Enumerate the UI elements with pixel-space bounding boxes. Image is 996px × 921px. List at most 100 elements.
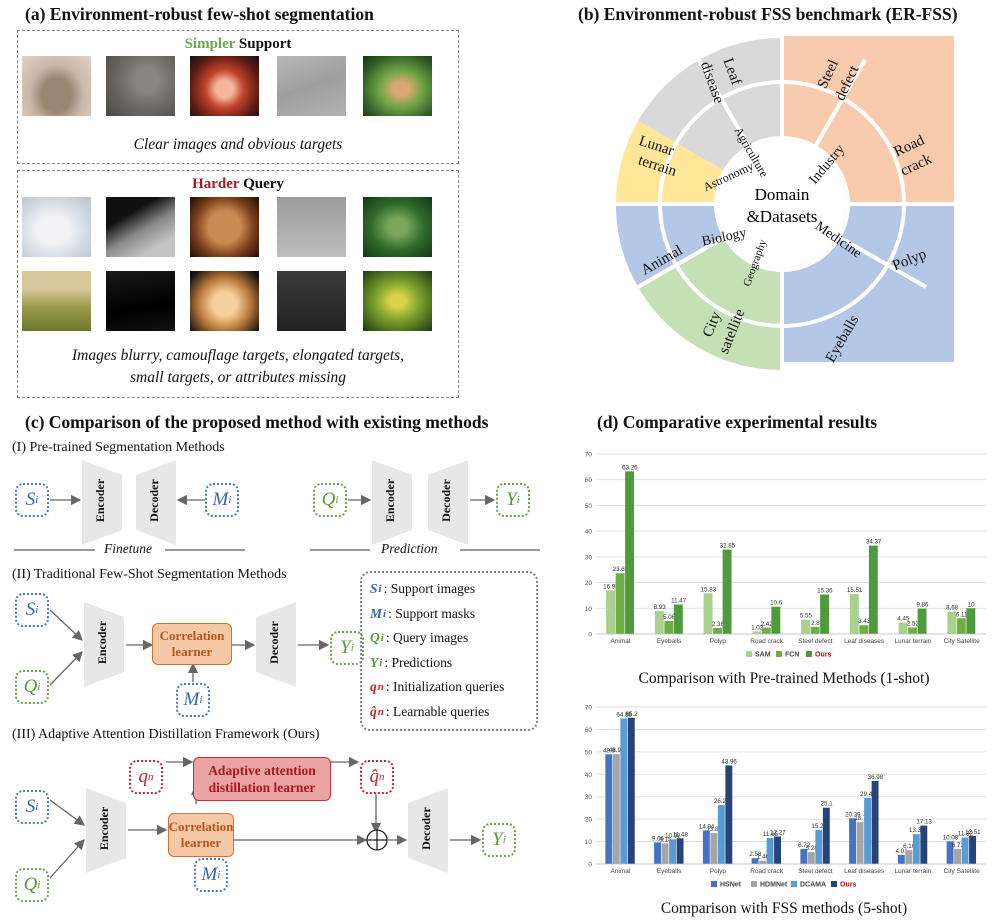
bar <box>947 611 957 634</box>
support-box: Simpler Support Clear images and obvious… <box>17 30 459 164</box>
legend-swatch <box>711 881 717 887</box>
data-label: 26.28 <box>714 798 730 805</box>
data-label: 6.72 <box>798 842 811 849</box>
y-tick-label: 60 <box>585 477 593 484</box>
chart-caption-1: Comparison with Pre-trained Methods (1-s… <box>638 670 930 687</box>
bar <box>751 858 759 864</box>
x-tick-label: Road crack <box>750 638 784 645</box>
decoder-label-3: Decoder <box>266 621 281 664</box>
data-label: 1.02 <box>751 624 764 631</box>
y-tick-label: 20 <box>585 817 593 824</box>
decoder-label-1: Decoder <box>146 479 161 522</box>
decoder-trap-finetune <box>136 460 176 545</box>
x-tick-label: Eyeballs <box>657 868 682 875</box>
query-image-lunar-1 <box>106 197 175 257</box>
data-label: 17.13 <box>916 819 932 826</box>
bar <box>956 618 966 634</box>
y-tick-label: 40 <box>585 772 593 779</box>
bar <box>702 830 710 864</box>
data-label: 9.15 <box>659 836 672 843</box>
y-tick-label: 40 <box>585 529 593 536</box>
legend-label: HDMNet <box>760 882 788 889</box>
data-label: 11.47 <box>671 598 687 605</box>
x-tick-label: Lunar terrain <box>894 868 931 875</box>
encoder-trap-finetune <box>82 460 122 545</box>
bar <box>615 573 625 634</box>
query-image-polyp-1 <box>190 197 259 257</box>
data-label: 4.45 <box>897 616 910 623</box>
legend-label: DCAMA <box>800 882 826 889</box>
x-tick-label: Road crack <box>750 868 784 875</box>
bar <box>725 765 733 864</box>
chart-fss-5shot: 010203040506070Animal48.948.9564.8865.2E… <box>585 705 986 889</box>
bar <box>625 471 635 634</box>
support-image-polyp <box>190 56 259 116</box>
legend-text: : Query images <box>385 630 469 646</box>
decoder-label-2: Decoder <box>438 479 453 522</box>
bar <box>868 545 878 634</box>
bar <box>961 837 969 864</box>
data-label: 20.39 <box>845 811 861 818</box>
query-heading: Harder Query <box>18 176 458 193</box>
legend-text: : Support masks <box>388 605 476 621</box>
legend-text: : Predictions <box>384 654 453 670</box>
support-word-simpler: Simpler <box>184 36 236 52</box>
data-label: 2.8 <box>811 620 820 627</box>
data-label: 12.27 <box>770 829 786 836</box>
data-label: 6.11 <box>956 611 968 618</box>
data-label: 11.48 <box>673 831 689 838</box>
data-label: 23.65 <box>613 566 629 573</box>
bar <box>664 620 674 634</box>
bar <box>897 855 905 864</box>
data-label: 34.37 <box>866 539 882 546</box>
x-tick-label: Polyp <box>710 638 727 645</box>
decoder-trap-ours <box>408 788 448 873</box>
legend-symbol: q <box>370 679 377 695</box>
data-label: 18.7 <box>854 815 867 822</box>
legend-label: FCN <box>785 652 799 659</box>
center-label-2: &Datasets <box>747 207 818 226</box>
bar <box>605 754 613 864</box>
encoder-trap-ours <box>86 788 126 873</box>
query-image-leaf-2 <box>363 271 432 331</box>
bar <box>673 604 683 634</box>
data-label: 8.68 <box>946 605 959 612</box>
bar <box>898 622 908 634</box>
legend-swatch <box>776 651 782 657</box>
bar <box>771 606 781 634</box>
query-image-grass-animal <box>22 271 91 331</box>
center-circle <box>718 140 846 268</box>
bar <box>752 631 762 634</box>
data-label: 6.73 <box>952 842 965 849</box>
bar <box>871 781 879 864</box>
x-tick-label: Steel defect <box>798 638 833 645</box>
decoder-label-4: Decoder <box>418 807 433 850</box>
legend-label: Ours <box>840 882 856 889</box>
bar <box>912 834 920 864</box>
data-label: 16.98 <box>603 583 619 590</box>
bar <box>859 625 869 634</box>
data-label: 11.65 <box>763 831 779 838</box>
data-label: 5.28 <box>806 845 819 852</box>
bar <box>703 593 713 634</box>
bar <box>654 842 662 864</box>
decoder-trap-pred <box>428 460 468 545</box>
legend-row: q̂n: Learnable queries <box>370 703 490 719</box>
x-tick-label: Animal <box>610 868 630 875</box>
data-label: 9.66 <box>652 835 665 842</box>
data-label: 6.16 <box>903 843 916 850</box>
section-2-heading: (II) Traditional Few-Shot Segmentation M… <box>12 567 287 582</box>
data-label: 15.36 <box>817 588 833 595</box>
y-tick-label: 10 <box>585 606 593 613</box>
bar <box>807 852 815 864</box>
bar <box>815 829 823 864</box>
